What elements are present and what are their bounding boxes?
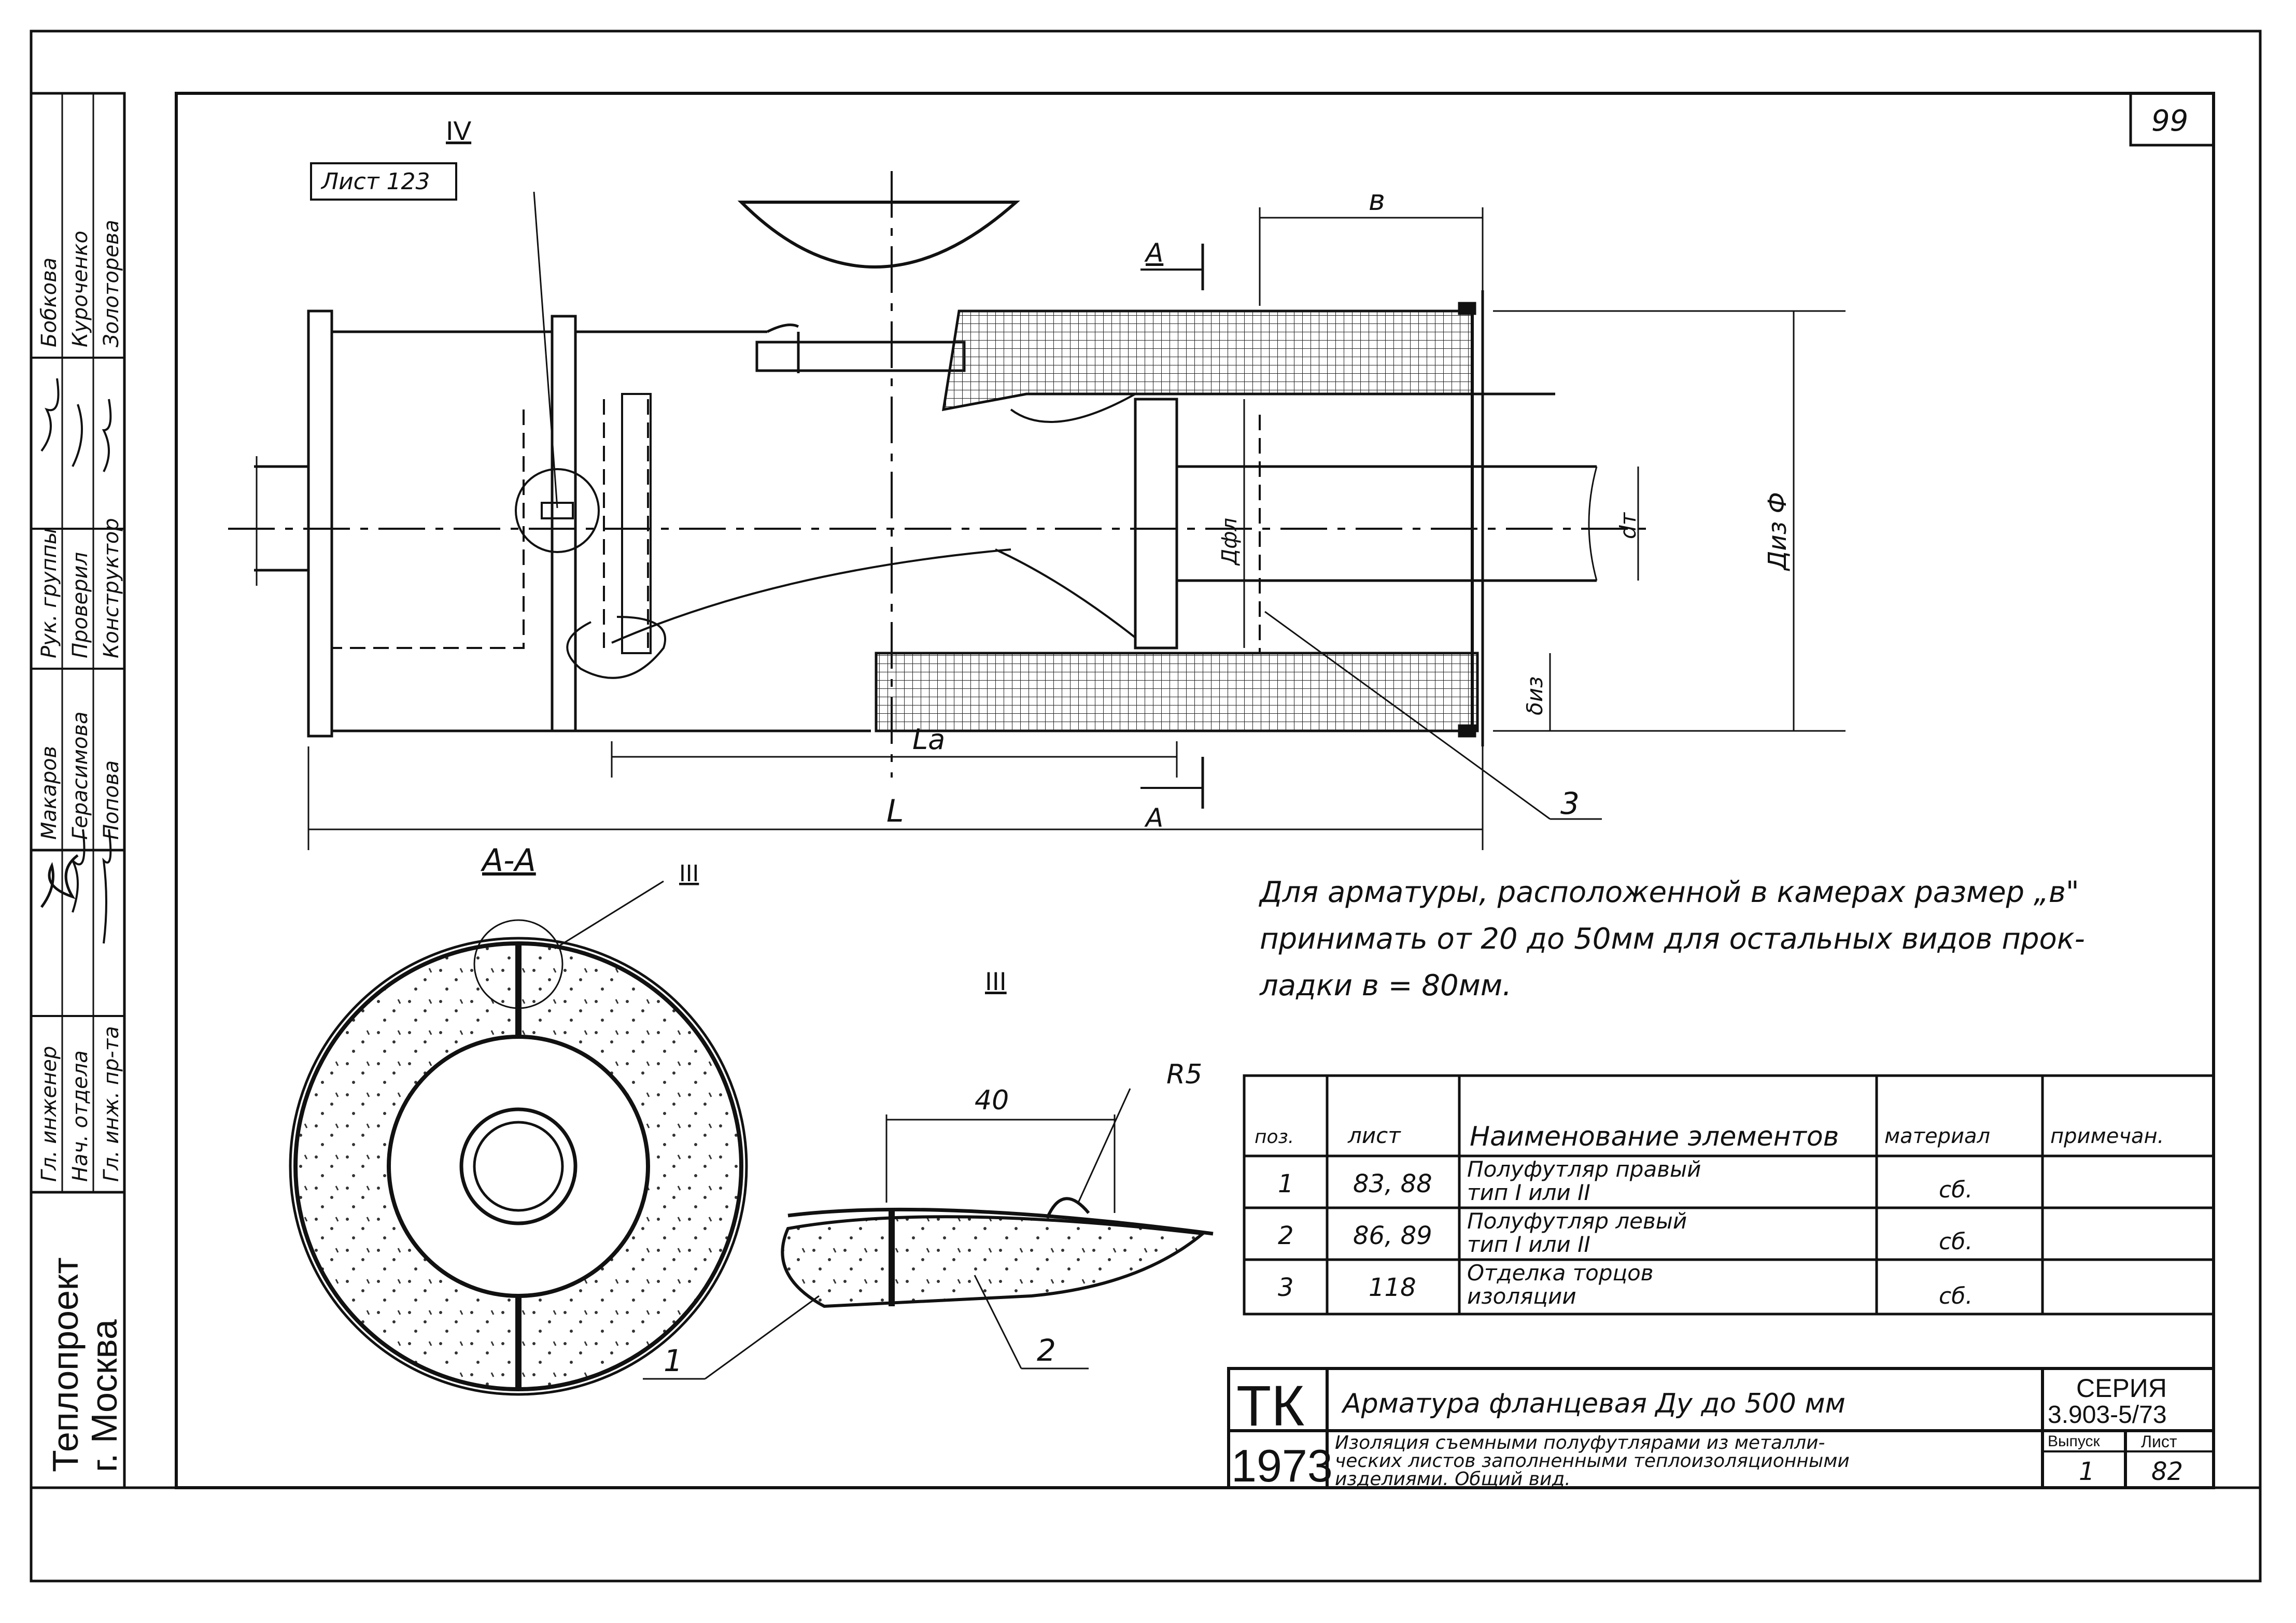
spec-row-3: 3 118 Отделка торцов изоляции сб. <box>1278 1260 1973 1309</box>
note-line-2: принимать от 20 до 50мм для остальных ви… <box>1260 922 2085 956</box>
sheet-value: 82 <box>2151 1457 2183 1486</box>
spec-row-2: 2 86, 89 Полуфутляр левый тип I или II с… <box>1278 1208 1973 1257</box>
signature-strip: Гл. инженер Нач. отдела Гл. инж. пр-та Р… <box>30 92 126 1489</box>
spec-header-sheet: лист <box>1347 1123 1401 1148</box>
spec-header-name: Наименование элементов <box>1470 1121 1839 1152</box>
section-mark-top: А <box>1144 238 1163 268</box>
title-sub-line2: ческих листов заполненными теплоизоляцио… <box>1335 1450 1850 1472</box>
spec-row-1: 1 83, 88 Полуфутляр правый тип I или II … <box>1278 1156 1973 1205</box>
ref-sheet-label: Лист 123 <box>320 168 430 195</box>
sheet-label: Лист <box>2141 1432 2177 1451</box>
spec-row-sheet: 118 <box>1369 1273 1416 1302</box>
spec-header-material: материал <box>1884 1124 1990 1148</box>
name-makarov: Макаров <box>37 746 61 840</box>
issue-label: Выпуск <box>2048 1433 2100 1450</box>
dim-diz-label: Диз Ф <box>1763 492 1792 571</box>
spec-header-note: примечан. <box>2050 1124 2164 1148</box>
spec-row-name-type: тип I или II <box>1467 1180 1590 1205</box>
title-block <box>1227 1367 2215 1489</box>
spec-row-pos: 1 <box>1278 1169 1294 1198</box>
organization-line2: г. Москва <box>84 1319 124 1472</box>
position-1-label: 1 <box>664 1343 683 1378</box>
insulation-bottom <box>875 652 1479 732</box>
dim-b-label: в <box>1369 184 1385 217</box>
spec-row-sheet: 83, 88 <box>1353 1169 1432 1198</box>
position-3-label: 3 <box>1560 786 1580 821</box>
name-zolotoreva: Золоторева <box>100 220 123 347</box>
spec-row-material: сб. <box>1939 1283 1973 1309</box>
right-flange <box>1134 398 1178 650</box>
name-kurochenko: Куроченко <box>68 231 92 347</box>
spec-row-name: Отделка торцов <box>1467 1260 1654 1286</box>
issue-value: 1 <box>2079 1457 2095 1486</box>
dim-biz-label: δиз <box>1522 676 1547 715</box>
series-value: 3.903-5/73 <box>2048 1401 2167 1429</box>
spec-row-pos: 2 <box>1278 1221 1294 1250</box>
dim-L-label: L <box>886 793 904 829</box>
section-view <box>289 880 820 1396</box>
role-head-department: Нач. отдела <box>68 1050 92 1182</box>
title-sub-line3: изделиями. Общий вид. <box>1335 1469 1571 1490</box>
name-gerasimova: Герасимова <box>68 711 92 840</box>
spec-row-material: сб. <box>1939 1177 1973 1203</box>
note-line-1: Для арматуры, расположенной в камерах ра… <box>1258 876 2079 909</box>
main-elevation-view <box>228 171 1846 850</box>
dim-dfl-label: Дфл <box>1218 518 1242 566</box>
page-number: 99 <box>2151 104 2188 138</box>
left-flange-inner <box>551 315 577 732</box>
inner-frame <box>175 92 2215 1489</box>
role-group-head: Рук. группы <box>37 528 61 658</box>
role-checked: Проверил <box>68 552 92 658</box>
name-popova: Попова <box>100 760 123 840</box>
callout-iii-label: III <box>679 859 699 886</box>
spec-header-pos: поз. <box>1255 1126 1294 1148</box>
detail-title: III <box>985 967 1007 996</box>
valve-body-top <box>737 201 1020 269</box>
role-chief-project: Гл. инж. пр-та <box>100 1026 123 1182</box>
title-sub-line1: Изоляция съемными полуфутлярами из метал… <box>1335 1432 1825 1453</box>
spec-row-name-type: тип I или II <box>1467 1232 1590 1257</box>
general-note: Для арматуры, расположенной в камерах ра… <box>1258 876 2085 1003</box>
organization-line1: Теплопроект <box>45 1258 86 1472</box>
dim-40-label: 40 <box>975 1085 1009 1116</box>
spec-row-pos: 3 <box>1278 1273 1294 1302</box>
dim-r5-label: R5 <box>1166 1059 1202 1090</box>
section-mark-bottom: А <box>1144 803 1163 833</box>
spec-row-sheet: 86, 89 <box>1353 1221 1432 1250</box>
insulation-top <box>941 309 1474 412</box>
spec-row-name: Полуфутляр левый <box>1467 1208 1687 1234</box>
role-designer: Конструктор <box>100 518 123 658</box>
position-2-label: 2 <box>1037 1333 1056 1368</box>
note-line-3: ладки в = 80мм. <box>1259 969 1512 1003</box>
series-label: СЕРИЯ <box>2076 1374 2167 1403</box>
dim-La-label: La <box>912 723 945 756</box>
name-bobkova: Бобкова <box>37 258 61 347</box>
title-main: Арматура фланцевая Ду до 500 мм <box>1341 1388 1846 1419</box>
specification-table <box>1243 1074 2215 1316</box>
spec-row-name: Полуфутляр правый <box>1467 1156 1701 1182</box>
spec-row-material: сб. <box>1939 1229 1973 1255</box>
spec-row-name-type: изоляции <box>1467 1283 1576 1309</box>
callout-iv-label: IV <box>446 116 471 146</box>
left-flange-outer <box>307 309 333 738</box>
stamp-year: 1973 <box>1231 1440 1333 1491</box>
section-title: А-А <box>480 842 536 879</box>
dim-dt-label: dт <box>1615 512 1641 539</box>
stamp-tk: ТК <box>1236 1374 1304 1438</box>
role-chief-engineer: Гл. инженер <box>37 1046 61 1182</box>
detail-iii-view <box>781 1088 1214 1370</box>
